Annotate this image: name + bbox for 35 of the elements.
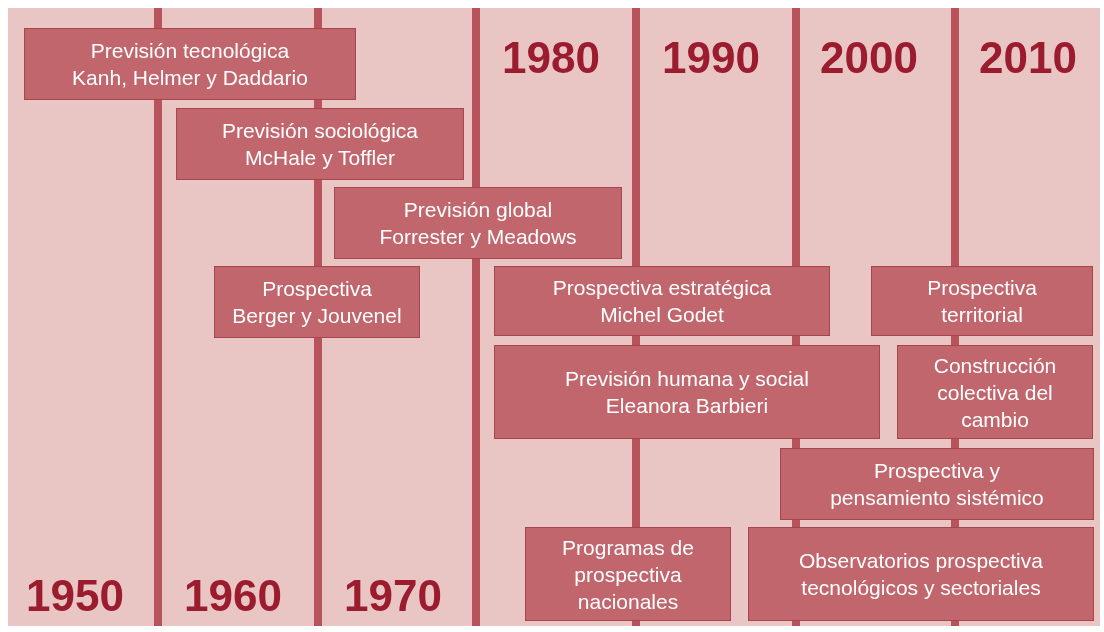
- author-names: Forrester y Meadows: [379, 224, 577, 250]
- period-title: Prospectiva estratégica: [552, 275, 772, 301]
- author-names: McHale y Toffler: [245, 145, 395, 171]
- period-title: Construcción colectiva del cambio: [932, 352, 1058, 433]
- period-title: Previsión humana y social: [565, 366, 809, 392]
- period-box: [871, 266, 1093, 336]
- year-label: 1980: [502, 34, 600, 82]
- period-title: Prospectiva y pensamiento sistémico: [829, 458, 1045, 511]
- author-names: Berger y Jouvenel: [232, 303, 402, 329]
- period-box: [780, 448, 1094, 520]
- period-box: [24, 28, 356, 100]
- period-title: Previsión tecnológica: [90, 38, 290, 64]
- period-title: Observatorios prospectiva tecnológicos y sectoriales: [798, 548, 1044, 601]
- period-box: [494, 266, 830, 336]
- period-title: Prospectiva territorial: [926, 275, 1038, 328]
- period-title: Prospectiva: [262, 276, 372, 302]
- author-names: Kanh, Helmer y Daddario: [72, 65, 308, 91]
- period-box: [748, 527, 1094, 621]
- period-box: [334, 187, 622, 259]
- period-title: Programas de prospectiva nacionales: [561, 534, 695, 615]
- author-names: Eleanora Barbieri: [605, 393, 769, 419]
- year-label: 2010: [979, 34, 1077, 82]
- period-box: [494, 345, 880, 439]
- period-box: [897, 345, 1093, 439]
- period-title: Previsión global: [403, 197, 553, 223]
- period-box: [214, 266, 420, 338]
- year-label: 1970: [344, 572, 442, 620]
- year-label: 1960: [184, 572, 282, 620]
- period-box: [525, 527, 731, 621]
- year-label: 1990: [662, 34, 760, 82]
- author-names: Michel Godet: [600, 302, 724, 328]
- year-label: 2000: [820, 34, 918, 82]
- year-label: 1950: [26, 572, 124, 620]
- period-title: Previsión sociológica: [221, 118, 419, 144]
- period-box: [176, 108, 464, 180]
